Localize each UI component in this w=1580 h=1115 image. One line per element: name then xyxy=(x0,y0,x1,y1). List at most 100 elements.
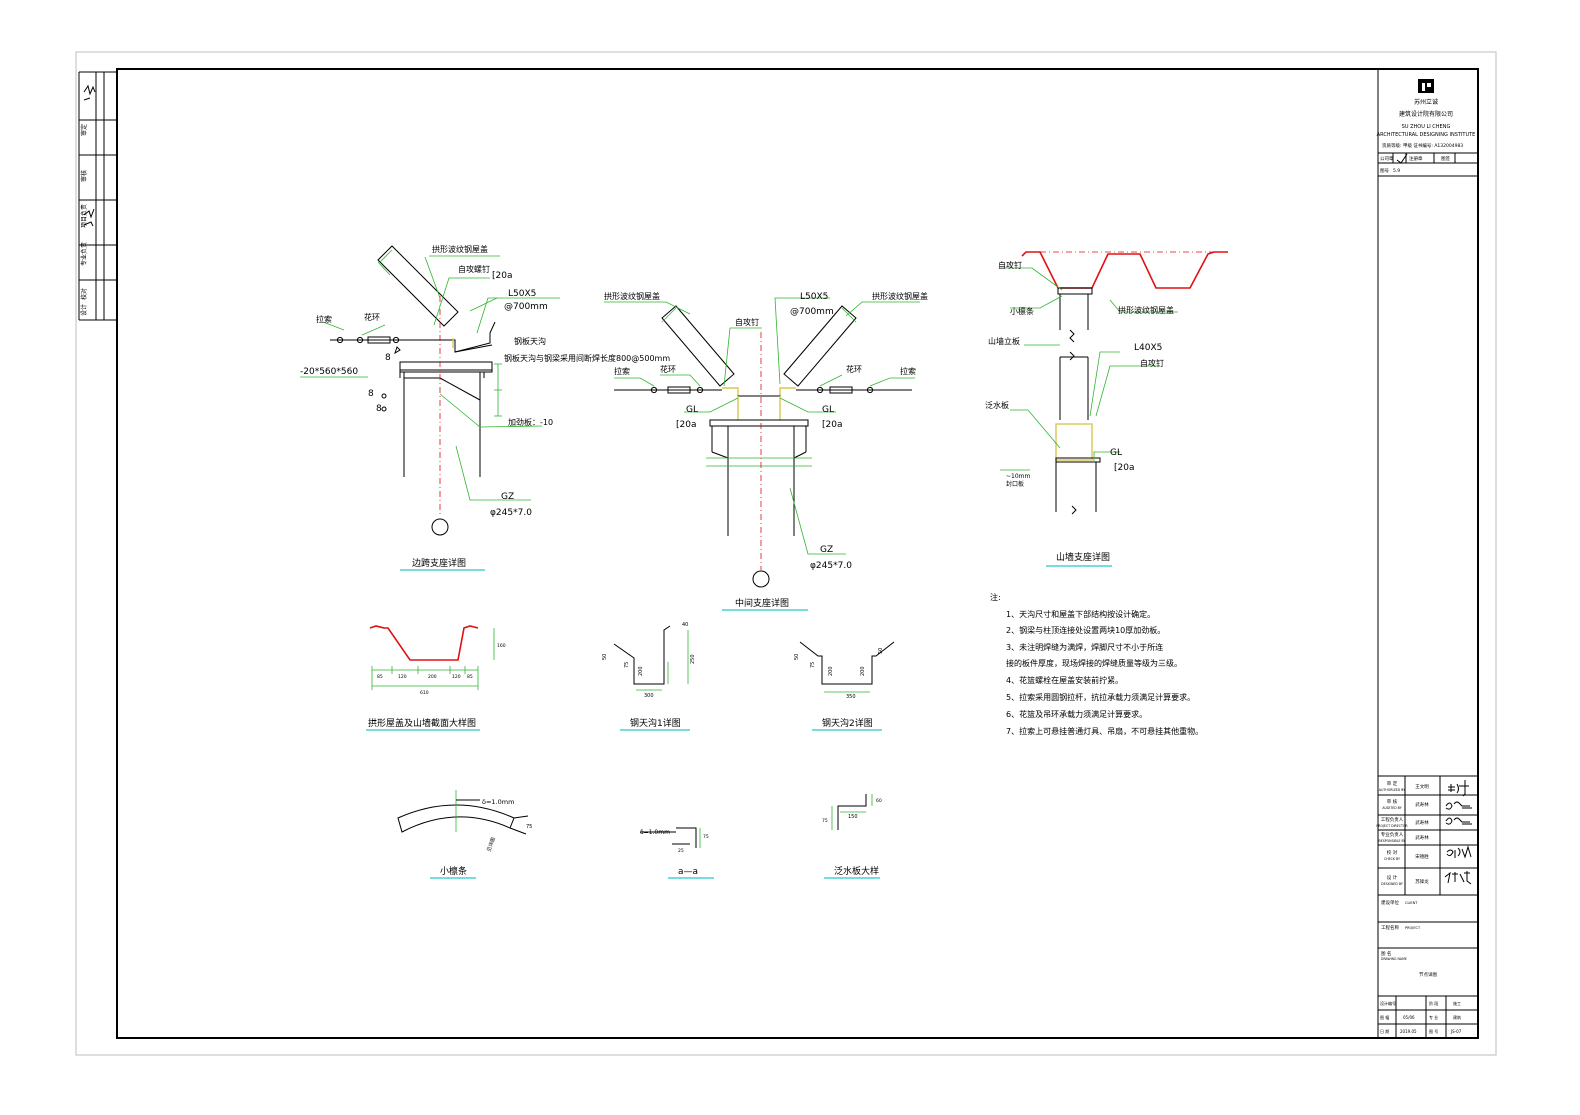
strip-label-2: 审核 xyxy=(80,170,88,182)
signoff-name-6: 苏锋龙 xyxy=(1415,878,1429,885)
tb-row3-label: 日 期 xyxy=(1380,1028,1389,1034)
detail-flashing: 150 60 75 泛水板大样 xyxy=(822,794,882,879)
d2-turn-left: 花环 xyxy=(660,364,676,374)
tb-row2-label2: 专 业 xyxy=(1429,1014,1438,1020)
signoff-name-1: 王文明 xyxy=(1415,783,1429,790)
signoff-role-6: 设 计 xyxy=(1387,874,1398,881)
tb-project-en: PROJECT xyxy=(1405,926,1421,930)
d2-ch-right: [20a xyxy=(822,420,842,430)
tb-row1-label: 设计编号 xyxy=(1380,1000,1396,1006)
d2-screw-label: 自攻钉 xyxy=(735,317,759,327)
d1-weld-3: 8 xyxy=(376,404,382,414)
signature-1 xyxy=(1448,780,1469,797)
signoff-en-5: CHECK BY xyxy=(1384,857,1400,861)
d1-stiffener-label: 加劲板：-10 xyxy=(508,417,553,427)
detail-end-support: 拱形波纹钢屋盖 自攻螺钉 [20a L50X5 @700mm 钢板天沟 钢板天沟… xyxy=(300,244,670,571)
prof-dim-4: 120 xyxy=(452,674,461,680)
tb-row3-label2: 图 号 xyxy=(1429,1028,1438,1034)
prof-dim-2: 120 xyxy=(398,674,407,680)
d2-angle-label: L50X5 xyxy=(800,292,828,302)
aa-dim-2: 25 xyxy=(678,848,684,854)
stamp-label-reg: 注册章 xyxy=(1409,155,1423,162)
d3-screw2-label: 自攻钉 xyxy=(1140,358,1164,368)
signoff-role-2: 审 核 xyxy=(1387,798,1398,805)
d3-title: 山墙支座详图 xyxy=(1056,551,1110,563)
detail-section-aa: δ=1.0mm 75 25 a—a xyxy=(640,827,714,879)
signature-2 xyxy=(1445,801,1472,810)
d3-gl-label: GL xyxy=(1110,448,1122,458)
detail-purlin: δ=1.0mm 见详图 75 小檩条 xyxy=(397,790,532,879)
tb-client-en: CLIENT xyxy=(1405,901,1418,905)
d3-screw1-label: 自攻钉 xyxy=(998,260,1022,270)
g2-dim-1: 350 xyxy=(846,694,856,700)
d3-seal2: 封口板 xyxy=(1006,480,1024,488)
g2-dim-6: 50 xyxy=(878,648,884,654)
tb-client-label: 建设单位 xyxy=(1381,899,1399,906)
detail-gable-support: 自攻钉 小檩条 拱形波纹钢屋盖 山墙立板 L40X5 自攻钉 泛水板 GL [2… xyxy=(985,251,1228,567)
g1-dim-1: 300 xyxy=(644,693,654,699)
flash-dim-3: 75 xyxy=(822,818,828,824)
d1-weld-1: 8 xyxy=(385,353,391,363)
d2-gl-right: GL xyxy=(822,405,834,415)
d2-spacing-label: @700mm xyxy=(790,307,834,317)
d2-roof-left: 拱形波纹钢屋盖 xyxy=(604,291,660,301)
tb-row3-val2: JS-07 xyxy=(1450,1029,1462,1034)
tb-drawing-type-label: 图号 xyxy=(1380,168,1389,174)
d1-plate-label: -20*560*560 xyxy=(300,367,358,377)
signoff-en-2: AUDITED BY xyxy=(1382,806,1401,810)
company-name-cn-2: 建筑设计院有限公司 xyxy=(1399,110,1453,118)
notes-head: 注: xyxy=(990,592,1001,602)
note-4: 4、花篮螺栓在屋盖安装前拧紧。 xyxy=(1006,675,1123,685)
d3-angle-label: L40X5 xyxy=(1134,343,1162,353)
detail-roof-profile: 85 120 200 120 85 610 160 拱形屋盖及山墙截面大样图 xyxy=(366,625,506,731)
signature-6 xyxy=(1444,871,1472,885)
company-logo-icon xyxy=(1418,79,1434,93)
signoff-role-5: 校 对 xyxy=(1387,849,1398,856)
prof-dim-7: 160 xyxy=(497,643,506,649)
tb-drawing-en: DRAWING NAME xyxy=(1381,957,1407,961)
g2-dim-5: 75 xyxy=(810,662,816,668)
profile-title: 拱形屋盖及山墙截面大样图 xyxy=(368,717,476,729)
signoff-name-3: 武寿林 xyxy=(1415,819,1429,826)
notes: 注: 1、天沟尺寸和屋盖下部结构按设计确定。 2、钢梁与柱顶连接处设置两块10厚… xyxy=(990,592,1203,736)
note-5: 5、拉索采用圆钢拉杆，抗拉承载力须满足计算要求。 xyxy=(1006,692,1195,702)
tb-project-label: 工程名称 xyxy=(1381,924,1399,931)
outer-frame xyxy=(75,51,1497,1056)
signoff-role-3: 工程负责人 xyxy=(1381,816,1404,823)
purlin-side: 见详图 xyxy=(485,836,497,853)
aa-dim: 75 xyxy=(703,834,709,840)
note-2: 2、钢梁与柱顶连接处设置两块10厚加劲板。 xyxy=(1006,625,1165,635)
d2-roof-right: 拱形波纹钢屋盖 xyxy=(872,291,928,301)
g2-dim-2: 200 xyxy=(828,666,834,676)
gutter1-title: 钢天沟1详图 xyxy=(630,717,681,729)
g1-dim-3: 250 xyxy=(690,654,696,664)
tb-row2-val: 05/06 xyxy=(1403,1015,1415,1020)
detail-middle-support: 拱形波纹钢屋盖 拱形波纹钢屋盖 L50X5 @700mm 自攻钉 拉索 花环 花… xyxy=(604,291,928,611)
d1-turnbuckle-label: 花环 xyxy=(364,312,380,322)
strip-label-5: 校对 xyxy=(80,288,88,300)
prof-dim-6: 610 xyxy=(420,690,429,696)
signoff-role-1: 审 定 xyxy=(1387,780,1398,787)
d1-tie-label: 拉索 xyxy=(316,314,332,324)
d1-title: 边跨支座详图 xyxy=(412,557,466,569)
note-3b: 接的板件厚度，现场焊接的焊缝质量等级为三级。 xyxy=(1006,658,1182,668)
signoff-role-4: 专业负责人 xyxy=(1381,831,1404,838)
tb-row1-val2: 施工 xyxy=(1453,1000,1461,1006)
purlin-thk: δ=1.0mm xyxy=(482,798,514,806)
detail-gutter-2: 350 200 200 50 75 50 钢天沟2详图 xyxy=(794,641,895,731)
d2-tie-left: 拉索 xyxy=(614,366,630,376)
d3-seal1: ~10mm xyxy=(1006,473,1031,480)
d1-spacing-label: @700mm xyxy=(504,302,548,312)
prof-dim-3: 200 xyxy=(428,674,437,680)
signoff-en-6: DESIGNED BY xyxy=(1381,882,1403,886)
stamp-label-company: 公司章 xyxy=(1380,155,1394,162)
note-3: 3、未注明焊缝为满焊，焊脚尺寸不小于所连 xyxy=(1006,642,1163,652)
prof-dim-5: 85 xyxy=(467,674,473,680)
d1-column-label: GZ xyxy=(501,492,514,502)
strip-signature-2 xyxy=(83,208,95,227)
company-name-en-1: SU ZHOU LI CHENG xyxy=(1402,124,1451,130)
signoff-en-3: PROJECT DIRECTOR xyxy=(1376,824,1408,828)
d2-column-label: GZ xyxy=(820,545,833,555)
purlin-end: 75 xyxy=(526,824,532,830)
